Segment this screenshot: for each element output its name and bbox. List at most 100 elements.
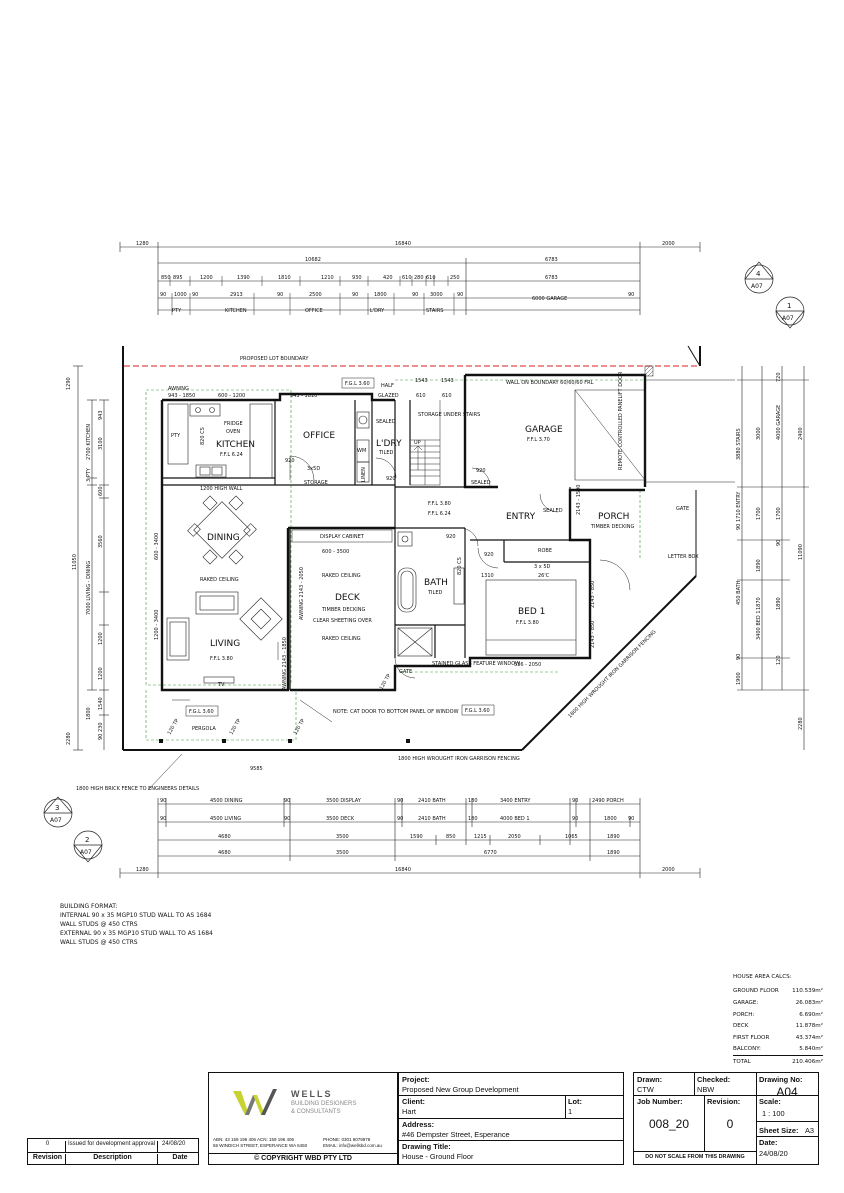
label-garage: GARAGE [525,425,563,435]
dim-bot-r1-5: 90 [397,798,403,804]
label-entry: ENTRY [506,512,536,522]
dim-left-b3: 600 [98,486,104,496]
label-wall-boundary: WALL ON BOUNDARY 60/60/60 FRL [506,380,594,386]
dim-right-c2-6: 1900 [736,672,742,685]
dim-bot-r2-11: 90 [628,816,634,822]
section-4-num: 4 [756,270,761,278]
address-value: #46 Dempster Street, Esperance [402,1130,510,1139]
label-bath-tiled: TILED [427,590,442,596]
checked-value: NBW [697,1085,715,1094]
dim-top-r3-12: 6000 GARAGE [532,296,567,302]
dim-bot-r1-8: 3400 ENTRY [500,798,531,804]
area-label: BALCONY: [733,1046,761,1053]
kitchen-fixtures [167,403,273,479]
building-format-line: WALL STUDS @ 450 CTRS [60,939,138,946]
label-porch-win: 2143 - 1500 [576,485,582,515]
label-pergola: PERGOLA [192,726,216,732]
setback-lines [145,379,645,741]
section-marker-2: 2 A07 [73,830,103,863]
dining-table [187,495,257,565]
dim-top-r3-9: 90 [412,292,418,298]
building-format-line: WALL STUDS @ 450 CTRS [60,921,138,928]
label-office-sd: 3x5D [307,466,320,472]
area-label: PORCH: [733,1011,755,1018]
dim-top-r2-8: 420 [383,275,393,281]
label-stained: STAINED GLASS FEATURE WINDOW [432,661,520,667]
copyright: © COPYRIGHT WBD PTY LTD [254,1155,352,1162]
dim-top-r4-laundry: L'DRY [370,308,385,314]
drawing-title-value: House - Ground Floor [402,1152,474,1161]
dim-top-r2-13: 6783 [545,275,558,281]
label-letter-box: LETTER BOX [668,554,699,560]
label-bed-win2: 2143 - 850 [590,621,596,648]
dim-left-top1: 1290 [66,377,72,390]
dim-bot-r4-2: 3500 [336,850,349,856]
dim-top-r2-7: 930 [352,275,362,281]
dim-bot-r1-4: 3500 DISPLAY [326,798,362,804]
area-value: 6.690m² [799,1011,823,1018]
dim-top-overall-2: 16840 [395,241,411,247]
dim-right-c3-3: 1890 [756,559,762,572]
label-awning-dim: 943 - 1850 [168,393,195,399]
dim-top-r3-4: 2913 [230,292,243,298]
top-dim-text: 1280 16840 2000 10682 6783 850 895 1200 … [136,241,675,314]
dim-bot-r1-3: 90 [284,798,290,804]
label-tp3: 120 TP [293,718,307,736]
drawing-no-label: Drawing No: [759,1075,803,1084]
revision-value: 0 [726,1117,734,1131]
dim-bot-r2-5: 90 [397,816,403,822]
dim-left-top2: 90 [98,734,104,740]
label-stair-storage: STORAGE UNDER STAIRS [418,412,480,418]
label-bed-bot-win: 536 - 2050 [514,662,541,668]
label-up: UP [414,440,421,446]
area-value: 210.406m² [792,1058,823,1065]
dim-bot-r2-2: 4500 LIVING [210,816,241,822]
label-fgl-3: F.G.L 3.60 [189,709,214,715]
dim-right-c2-2: 90 1710 ENTRY [736,491,742,530]
dim-left-b1: 943 [98,410,104,420]
label-bed1-ffl: F.F.L 3.80 [516,620,539,626]
dim-top-r4-pty: PTY [172,308,182,314]
label-porch: PORCH [598,512,629,522]
company-email: EMAIL: info@wellsbd.com.au [323,1143,382,1148]
label-raked-1: RAKED CEILING [200,577,239,583]
dim-top-overall-3: 2000 [662,241,675,247]
dim-top-r4-kitchen: KITCHEN [225,308,247,314]
plan-labels: PROPOSED LOT BOUNDARY F.G.L 3.60 AWNING … [76,356,699,792]
label-sealed2: SEALED [471,480,491,486]
dim-left-outer: 11050 [72,554,78,570]
lot-value: 1 [568,1107,573,1116]
section-marker-4: 4 A07 [744,261,774,294]
dim-top-r2-2: 895 [173,275,183,281]
dim-top-r1-1: 10682 [305,257,321,263]
label-1543b: 1543 [441,378,454,384]
dim-left-b4: 3560 [98,535,104,548]
area-value: 11.878m² [795,1023,823,1030]
label-610a: 610 [416,393,426,399]
label-stair-920b: 920 [476,468,486,474]
label-tp2: 120 TP [229,718,243,736]
label-kitchen-win: 600 - 1200 [218,393,245,399]
dim-left-top4: 1200 [98,632,104,645]
area-value: 26.083m² [795,999,823,1006]
label-kitchen-ffl: F.F.L 6.24 [220,452,243,458]
dim-right-c1-3: 1700 [776,507,782,520]
label-cs: 820 CS [200,427,206,445]
dim-right-c1-7: 2280 [798,717,804,730]
do-not-scale: DO NOT SCALE FROM THIS DRAWING [645,1154,745,1160]
site-boundaries [122,345,701,751]
label-office: OFFICE [303,431,335,441]
section-3-num: 3 [55,804,59,812]
label-note-door: NOTE: CAT DOOR TO BOTTOM PANEL OF WINDOW [333,709,459,715]
dim-bot-r4-3: 6770 [484,850,497,856]
dim-left-b2: 3100 [98,437,104,450]
label-laundry: L'DRY [376,439,402,449]
dim-top-r2-4: 1390 [237,275,250,281]
dim-top-r4-office: OFFICE [305,308,323,314]
dim-top-overall-1: 1280 [136,241,149,247]
area-value: 110.539m² [792,988,823,995]
label-deck-2: CLEAR SHEETING OVER [313,618,372,624]
dim-left-top3: 230 [98,722,104,732]
